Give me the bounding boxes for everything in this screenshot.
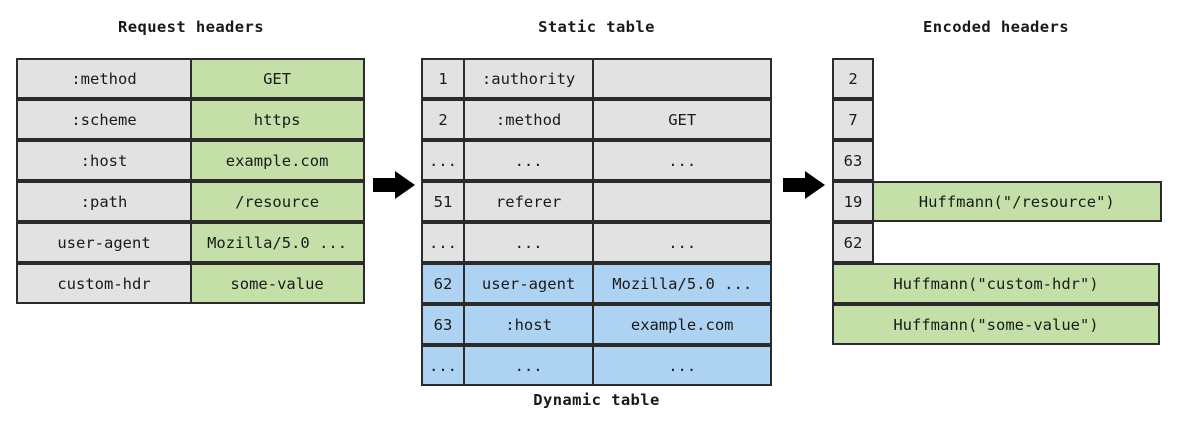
static-table-name-cell: :authority [462, 58, 595, 99]
encoded-index-cell: 19 [832, 181, 874, 222]
request-header-value-cell: example.com [189, 140, 365, 181]
request-header-value-cell: some-value [189, 263, 365, 304]
encoded-index-cell: 7 [832, 99, 874, 140]
static-table-index-cell: 51 [421, 181, 465, 222]
arrow-head [805, 171, 825, 199]
static-table-value-cell [592, 181, 773, 222]
static-table-name-cell: referer [462, 181, 595, 222]
static-table-index-cell: ... [421, 345, 465, 386]
request-header-value-cell: https [189, 99, 365, 140]
request-header-name-cell: :method [16, 58, 192, 99]
static-table-index-cell: 62 [421, 263, 465, 304]
request-header-name-cell: user-agent [16, 222, 192, 263]
static-table-name-cell: user-agent [462, 263, 595, 304]
static-table-value-cell: Mozilla/5.0 ... [592, 263, 773, 304]
encoded-index-cell: 2 [832, 58, 874, 99]
arrow-shaft [373, 178, 397, 192]
encoded-literal-full-cell: Huffmann("custom-hdr") [832, 263, 1160, 304]
static-table-value-cell: example.com [592, 304, 773, 345]
request-headers-title: Request headers [118, 18, 264, 36]
static-table-value-cell: ... [592, 345, 773, 386]
static-table-name-cell: ... [462, 222, 595, 263]
request-header-value-cell: Mozilla/5.0 ... [189, 222, 365, 263]
static-table-index-cell: ... [421, 140, 465, 181]
static-table-index-cell: 63 [421, 304, 465, 345]
static-table-name-cell: ... [462, 345, 595, 386]
static-table-value-cell: ... [592, 222, 773, 263]
static-table-index-cell: ... [421, 222, 465, 263]
request-header-name-cell: :scheme [16, 99, 192, 140]
request-header-value-cell: GET [189, 58, 365, 99]
arrow-shaft [783, 178, 807, 192]
request-header-name-cell: :host [16, 140, 192, 181]
arrow-head [395, 171, 415, 199]
static-table-value-cell [592, 58, 773, 99]
encoded-literal-cell: Huffmann("/resource") [871, 181, 1162, 222]
static-table-index-cell: 2 [421, 99, 465, 140]
static-table-value-cell: ... [592, 140, 773, 181]
static-table-title: Static table [538, 18, 655, 36]
encoded-literal-full-cell: Huffmann("some-value") [832, 304, 1160, 345]
request-header-value-cell: /resource [189, 181, 365, 222]
request-header-name-cell: custom-hdr [16, 263, 192, 304]
static-table-value-cell: GET [592, 99, 773, 140]
static-table-index-cell: 1 [421, 58, 465, 99]
encoded-index-cell: 63 [832, 140, 874, 181]
encoded-index-cell: 62 [832, 222, 874, 263]
request-header-name-cell: :path [16, 181, 192, 222]
encoded-headers-title: Encoded headers [923, 18, 1069, 36]
static-table-name-cell: :host [462, 304, 595, 345]
static-table-name-cell: :method [462, 99, 595, 140]
static-table-name-cell: ... [462, 140, 595, 181]
dynamic-table-title: Dynamic table [533, 391, 660, 409]
